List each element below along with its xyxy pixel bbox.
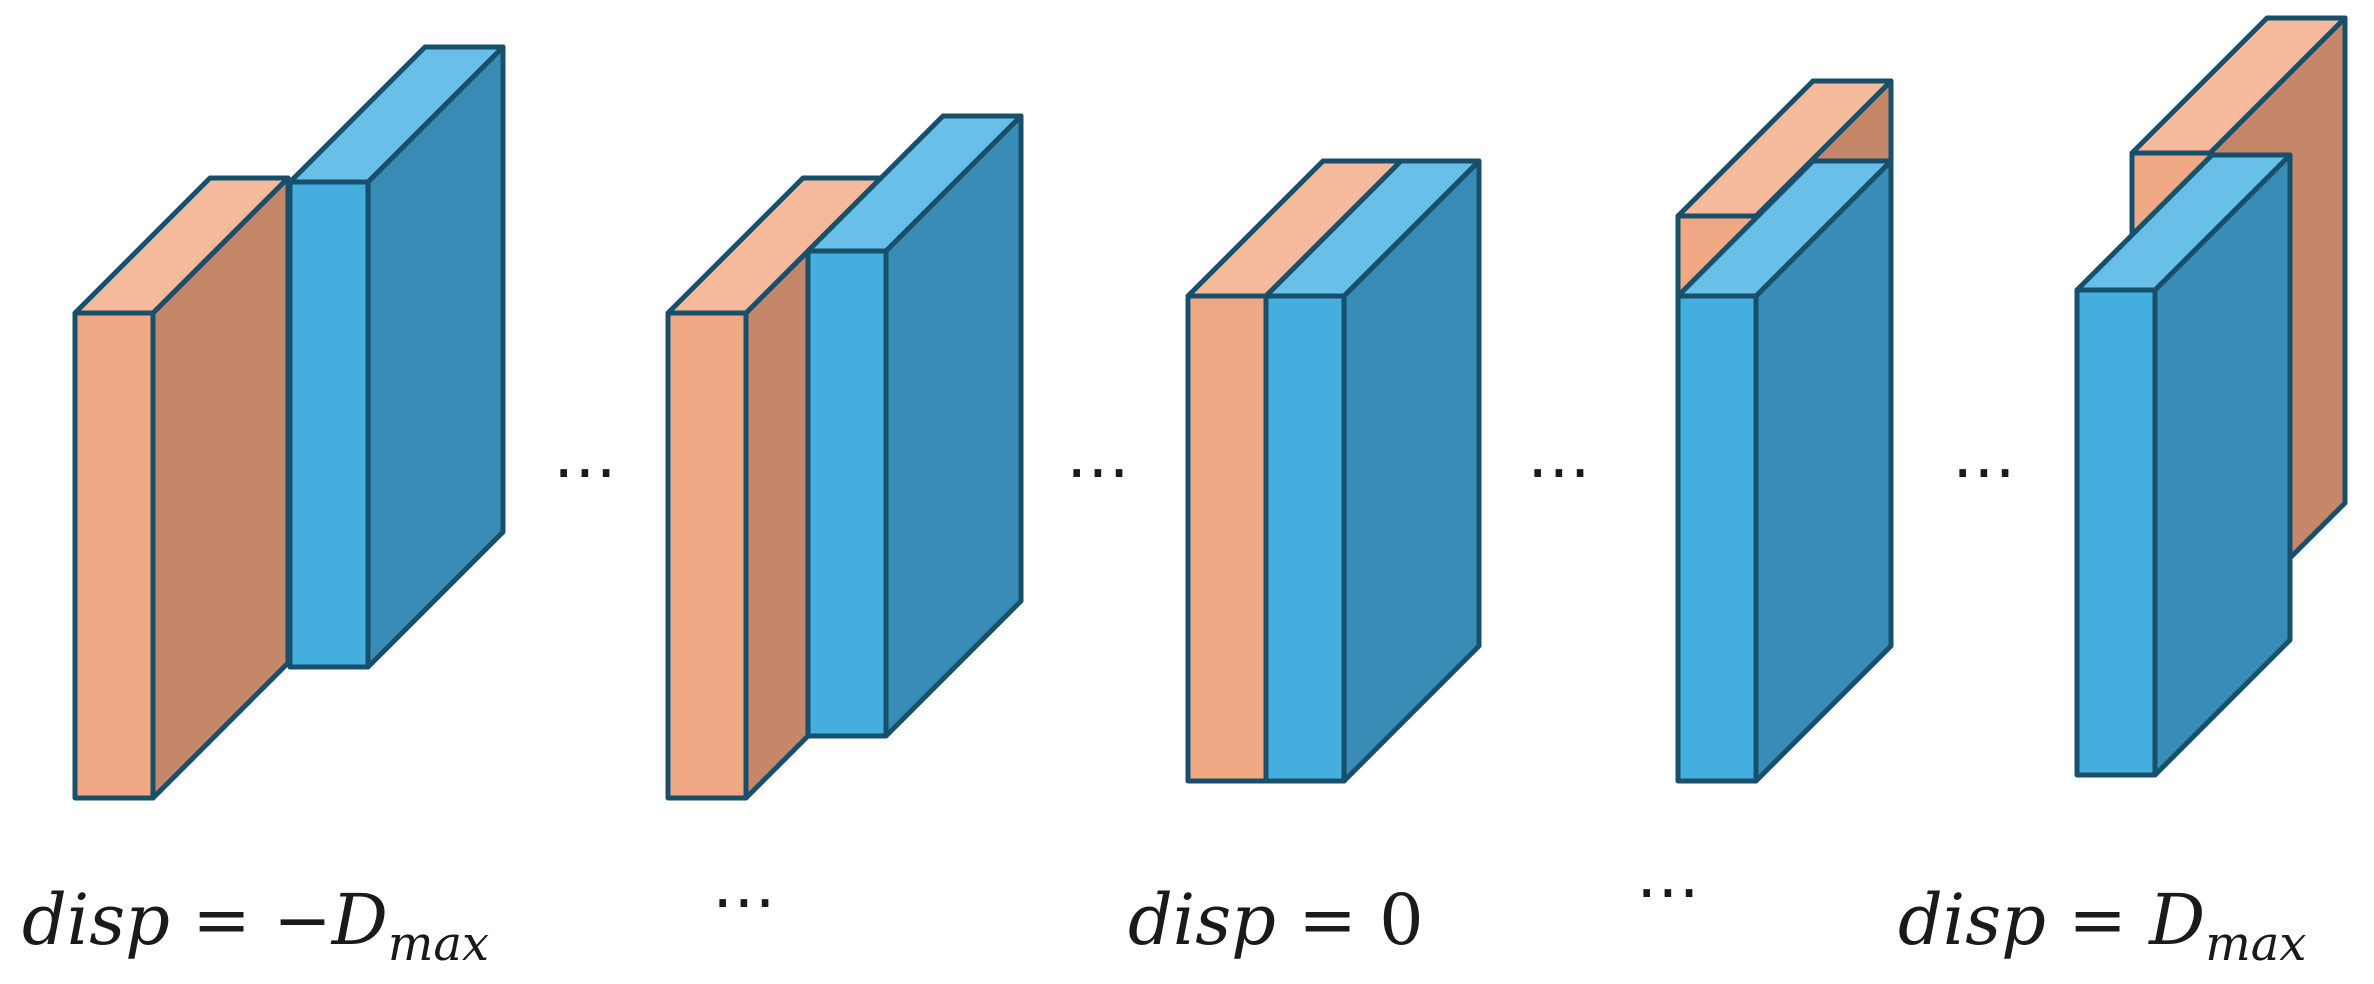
slab-1-blue-front xyxy=(287,179,371,670)
ellipsis-label-2: ⋯ xyxy=(1636,855,1700,929)
ellipsis-label-1: ⋯ xyxy=(712,865,776,939)
label-eq: = xyxy=(2068,879,2127,961)
label-disp-pos-dmax: disp = Dmax xyxy=(1898,885,2306,968)
label-base: disp xyxy=(1128,879,1276,961)
label-eq: = xyxy=(1298,879,1357,961)
slab-3-blue-front xyxy=(1263,293,1347,784)
slab-3-orange-front xyxy=(1185,293,1269,784)
label-var: D xyxy=(331,879,388,961)
slab-1-orange-front xyxy=(72,310,156,801)
label-eq: = xyxy=(192,879,251,961)
label-disp-zero: disp = 0 xyxy=(1128,885,1424,955)
slab-4-blue-front xyxy=(1675,293,1759,784)
slab-2-blue-front xyxy=(805,248,889,739)
ellipsis-4: ⋯ xyxy=(1952,435,2016,509)
label-sub: max xyxy=(387,916,490,972)
label-base: disp xyxy=(22,879,170,961)
label-disp-neg-dmax: disp = −Dmax xyxy=(22,885,489,968)
ellipsis-2: ⋯ xyxy=(1066,435,1130,509)
label-base: disp xyxy=(1898,879,2046,961)
ellipsis-1: ⋯ xyxy=(553,435,617,509)
label-sign: − xyxy=(273,879,332,961)
slab-5-blue-front xyxy=(2074,287,2158,778)
label-value: 0 xyxy=(1379,879,1424,961)
ellipsis-3: ⋯ xyxy=(1527,435,1591,509)
slab-2-orange-front xyxy=(665,310,749,801)
label-sub: max xyxy=(2205,916,2307,972)
label-var: D xyxy=(2149,879,2206,961)
